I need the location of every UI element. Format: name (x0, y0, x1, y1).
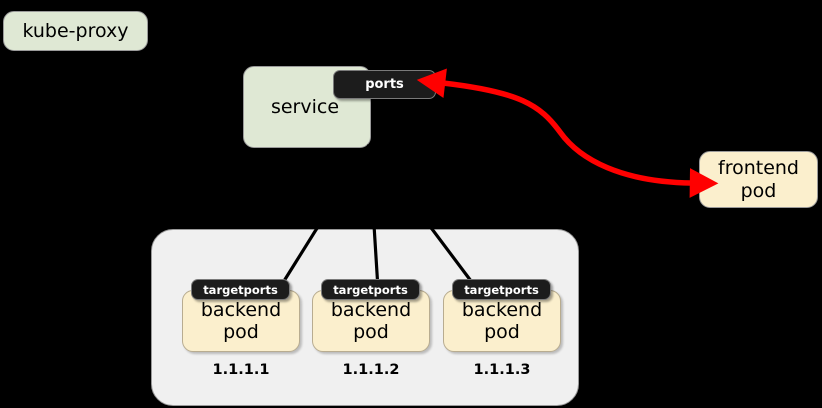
backend-pod-1-label-line1: backend (200, 298, 282, 321)
service-label: service (270, 95, 340, 118)
backend-pod-3: backend pod (443, 290, 561, 352)
backend-pod-2-ip: 1.1.1.2 (342, 362, 400, 378)
targetports-badge-1-label: targetports (203, 282, 278, 297)
backend-pod-1-label-line2: pod (223, 321, 259, 343)
backend-pod-2-label-line2: pod (353, 321, 389, 343)
kube-proxy-label: kube-proxy (22, 19, 129, 42)
targetports-badge-1: targetports (191, 279, 290, 300)
frontend-pod-label-line1: frontend (718, 157, 799, 180)
ports-badge-label: ports (365, 77, 404, 92)
backend-pod-3-ip: 1.1.1.3 (473, 362, 531, 378)
backend-pod-2-label-line1: backend (330, 298, 412, 321)
backend-pod-1: backend pod (182, 290, 300, 352)
kube-proxy-node: kube-proxy (3, 11, 148, 51)
red-bidirectional-arrow (416, 68, 719, 198)
targetports-badge-3: targetports (452, 279, 551, 300)
backend-pod-3-label-line1: backend (461, 298, 543, 321)
backend-pods-container: backend pod targetports 1.1.1.1 backend … (151, 229, 579, 406)
backend-pod-3-label-line2: pod (484, 321, 520, 343)
frontend-pod-label-line2: pod (740, 179, 777, 202)
frontend-pod-node: frontend pod (699, 151, 818, 208)
targetports-badge-3-label: targetports (464, 282, 539, 297)
ports-badge: ports (333, 70, 436, 99)
backend-pod-2: backend pod (312, 290, 430, 352)
backend-pod-1-ip: 1.1.1.1 (212, 362, 270, 378)
targetports-badge-2: targetports (321, 279, 420, 300)
targetports-badge-2-label: targetports (333, 282, 408, 297)
